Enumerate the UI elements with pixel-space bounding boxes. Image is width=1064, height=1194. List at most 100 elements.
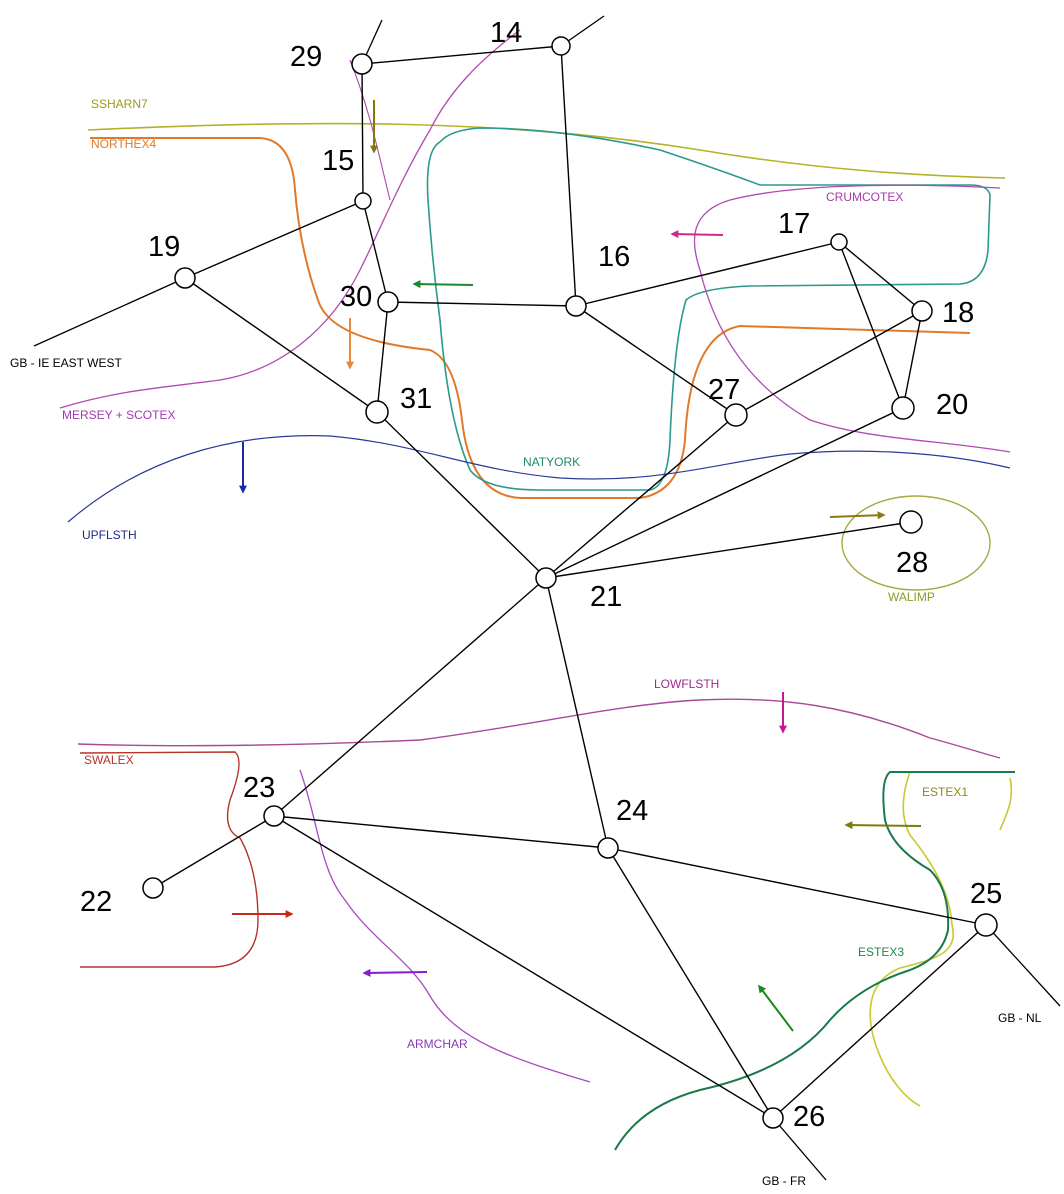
node-28	[899, 510, 923, 534]
upflsth-label: UPFLSTH	[82, 528, 137, 542]
external-link-labels: GB - IE EAST WEST GB - NL GB - FR	[10, 356, 1042, 1188]
gb-nl-label: GB - NL	[998, 1011, 1042, 1025]
lowflsth-label: LOWFLSTH	[654, 677, 719, 691]
walimp-label: WALIMP	[888, 590, 935, 604]
node-27-label: 27	[708, 374, 740, 406]
edge-18-20	[902, 310, 923, 409]
edge-14-16	[560, 45, 577, 307]
node-16	[565, 295, 587, 317]
node-26-label: 26	[793, 1101, 825, 1133]
walimp-arrow	[829, 511, 886, 520]
node-19	[174, 267, 196, 289]
flow-arrows	[232, 100, 922, 1032]
node-17	[830, 233, 848, 251]
node-16-label: 16	[598, 241, 630, 273]
estex1-arrow	[844, 821, 922, 830]
node-20-label: 20	[936, 389, 968, 421]
swalex-label: SWALEX	[84, 753, 134, 767]
edge-25-26	[772, 924, 987, 1119]
edge-23-22	[152, 815, 275, 889]
gb-ie-link-line	[33, 277, 186, 347]
edge-24-26	[607, 847, 774, 1119]
node-18	[911, 300, 933, 322]
edge-17-18	[838, 241, 923, 312]
lowflsth-boundary	[77, 698, 1001, 759]
node-30-label: 30	[340, 281, 372, 313]
node-27	[724, 403, 748, 427]
crumcotex-arrow	[670, 230, 724, 239]
edge-23-24	[273, 815, 609, 849]
node-26	[762, 1107, 784, 1129]
node-23	[263, 805, 285, 827]
node-31	[365, 400, 389, 424]
walimp-boundary	[841, 495, 991, 591]
node-29-label: 29	[290, 41, 322, 73]
node-21-label: 21	[590, 581, 622, 613]
edge-16-17	[575, 241, 840, 307]
edge-21-28	[545, 521, 912, 579]
swalex-boundary	[79, 751, 259, 968]
node-20	[891, 396, 915, 420]
boundary-lines	[59, 29, 1015, 1151]
mersey-scotex-label: MERSEY + SCOTEX	[62, 408, 175, 422]
mersey-scotex-boundary-2	[349, 59, 391, 201]
node-21	[535, 567, 557, 589]
network-edges	[152, 45, 987, 1119]
node-28-label: 28	[896, 547, 928, 579]
estex1-label: ESTEX1	[922, 785, 968, 799]
node-30	[377, 291, 399, 313]
edge-20-21	[545, 407, 904, 579]
edge-18-27	[735, 310, 923, 416]
boundary-labels: SSHARN7 NORTHEX4 CRUMCOTEX MERSEY + SCOT…	[62, 97, 968, 1051]
armchar-boundary	[299, 769, 591, 1083]
node-14-label: 14	[490, 17, 522, 49]
edge-23-26	[273, 815, 774, 1119]
northex4-label: NORTHEX4	[91, 137, 156, 151]
node-23-label: 23	[243, 772, 275, 804]
natyork-label: NATYORK	[523, 455, 580, 469]
node-18-label: 18	[942, 297, 974, 329]
mersey-scotex-boundary	[59, 29, 521, 409]
node-22	[142, 877, 164, 899]
gb-fr-link-line	[772, 1117, 827, 1181]
node-31-label: 31	[400, 383, 432, 415]
ssharn7-label: SSHARN7	[91, 97, 148, 111]
node-24-label: 24	[616, 795, 648, 827]
edge-17-20	[838, 241, 904, 409]
node-14	[551, 36, 571, 56]
node-29	[351, 53, 373, 75]
node-15	[354, 192, 372, 210]
node-25-label: 25	[970, 878, 1002, 910]
armchar-arrow	[362, 968, 428, 977]
upflsth-boundary	[67, 435, 1011, 523]
estex3-boundary	[614, 771, 1015, 1151]
estex1-boundary	[869, 771, 1013, 1107]
edge-15-30	[362, 200, 389, 303]
node-19-label: 19	[148, 231, 180, 263]
node-22-label: 22	[80, 886, 112, 918]
natyork-arrow	[412, 280, 474, 289]
armchar-label: ARMCHAR	[407, 1037, 468, 1051]
edge-27-21	[545, 414, 737, 579]
natyork-boundary	[426, 127, 991, 491]
edge-21-23	[273, 577, 547, 817]
edge-30-16	[387, 301, 577, 307]
edge-30-31	[376, 301, 389, 413]
gb-ie-label: GB - IE EAST WEST	[10, 356, 122, 370]
edge-29-15	[361, 63, 364, 202]
edge-19-31	[184, 277, 378, 413]
node-25	[974, 913, 998, 937]
estex3-arrow	[758, 984, 794, 1032]
gb-nl-link-line	[985, 924, 1061, 1007]
node-24	[597, 837, 619, 859]
edge-21-24	[545, 577, 609, 849]
node-17-label: 17	[778, 208, 810, 240]
edge-24-25	[607, 847, 987, 926]
crumcotex-label: CRUMCOTEX	[826, 190, 903, 204]
ssharn7-boundary	[87, 122, 1006, 179]
northex4-boundary	[90, 137, 971, 499]
crumcotex-boundary	[693, 184, 1011, 453]
edge-31-21	[376, 411, 547, 579]
